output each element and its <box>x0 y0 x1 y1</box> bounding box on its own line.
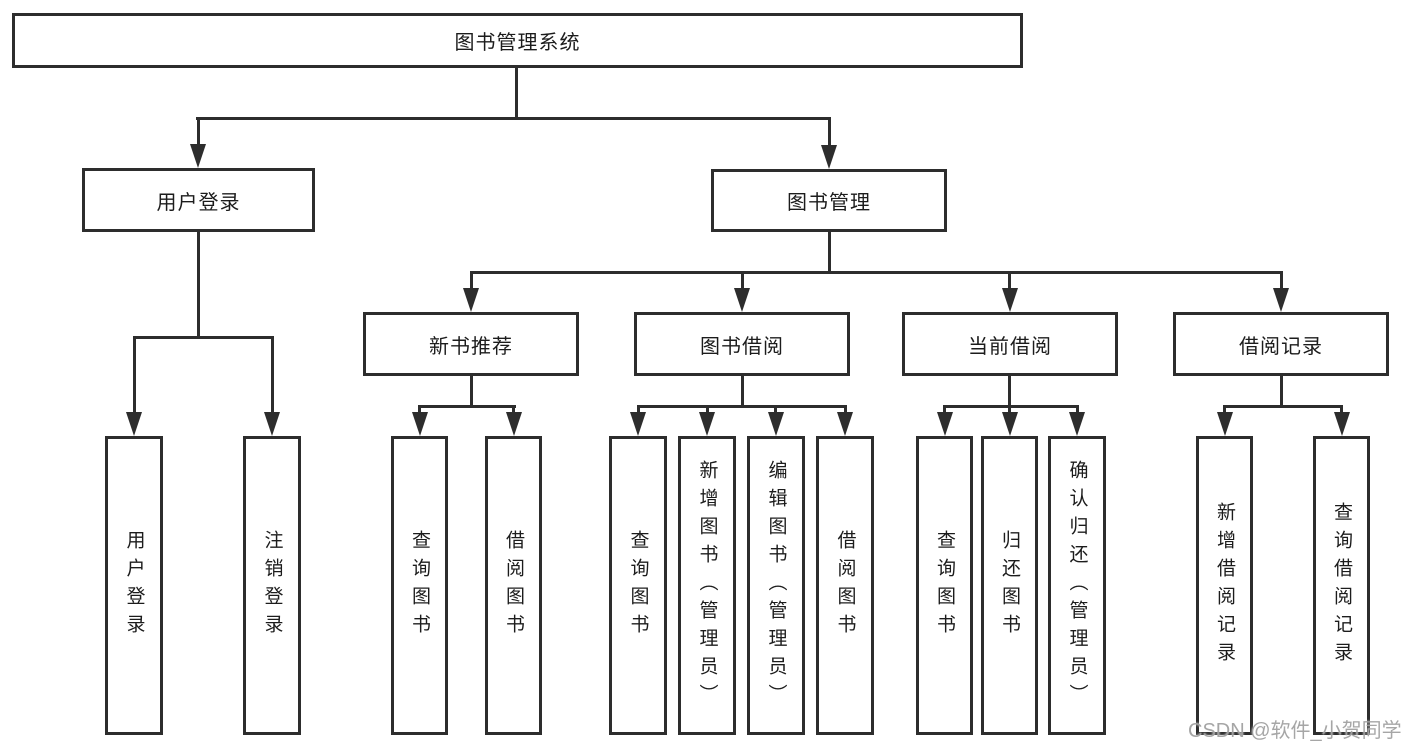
arrowhead-down-icon <box>630 412 646 436</box>
connector-line <box>943 405 1079 408</box>
watermark: CSDN @软件_小贺同学 <box>1188 720 1402 742</box>
arrowhead-down-icon <box>126 412 142 436</box>
connector-line <box>1280 375 1283 408</box>
connector-line <box>637 405 847 408</box>
leaf-edit-books-admin: 编辑图书（管理员） <box>747 436 805 735</box>
connector-line <box>637 405 640 415</box>
node-library-system: 图书管理系统 <box>12 13 1023 68</box>
leaf-logout: 注销登录 <box>243 436 301 735</box>
arrowhead-down-icon <box>412 412 428 436</box>
leaf-add-borrow-record-label: 新增借阅记录 <box>1214 501 1235 670</box>
arrowhead-down-icon <box>734 288 750 312</box>
leaf-borrowing-query-books-label: 查询图书 <box>627 529 649 642</box>
node-book-management-label: 图书管理 <box>787 192 871 214</box>
arrowhead-down-icon <box>1069 412 1085 436</box>
connector-line <box>1223 405 1343 408</box>
arrowhead-down-icon <box>937 412 953 436</box>
node-new-book-recommend-label: 新书推荐 <box>429 335 513 358</box>
connector-line <box>741 375 744 408</box>
leaf-edit-books-admin-label: 编辑图书（管理员） <box>765 459 787 712</box>
connector-line <box>418 405 516 408</box>
leaf-recommend-query-books-label: 查询图书 <box>409 529 430 642</box>
arrowhead-down-icon <box>768 412 784 436</box>
connector-line <box>844 405 847 415</box>
connector-line <box>470 375 473 408</box>
leaf-confirm-return-admin-label: 确认归还（管理员） <box>1066 459 1088 712</box>
arrowhead-down-icon <box>1002 288 1018 312</box>
leaf-current-query-books-label: 查询图书 <box>934 529 955 642</box>
leaf-return-books-label: 归还图书 <box>999 529 1020 642</box>
connector-line <box>1008 405 1011 415</box>
connector-line <box>1076 405 1079 415</box>
connector-line <box>706 405 709 415</box>
node-book-management: 图书管理 <box>711 169 947 232</box>
leaf-query-borrow-record-label: 查询借阅记录 <box>1331 501 1352 670</box>
connector-line <box>197 117 200 147</box>
node-borrowing-records: 借阅记录 <box>1173 312 1389 376</box>
leaf-recommend-borrow-books: 借阅图书 <box>485 436 542 735</box>
arrowhead-down-icon <box>463 288 479 312</box>
leaf-add-books-admin: 新增图书（管理员） <box>678 436 736 735</box>
arrowhead-down-icon <box>821 145 837 169</box>
node-new-book-recommend: 新书推荐 <box>363 312 579 376</box>
connector-line <box>828 231 831 274</box>
connector-line <box>470 271 1283 274</box>
arrowhead-down-icon <box>1334 412 1350 436</box>
leaf-return-books: 归还图书 <box>981 436 1038 735</box>
connector-line <box>1008 271 1011 292</box>
node-borrowing-records-label: 借阅记录 <box>1239 335 1323 358</box>
leaf-recommend-borrow-books-label: 借阅图书 <box>503 529 524 642</box>
leaf-borrow-books: 借阅图书 <box>816 436 874 735</box>
node-current-borrowing: 当前借阅 <box>902 312 1118 376</box>
arrowhead-down-icon <box>1273 288 1289 312</box>
node-user-login-label: 用户登录 <box>156 191 241 214</box>
connector-line <box>196 117 831 120</box>
leaf-borrowing-query-books: 查询图书 <box>609 436 667 735</box>
leaf-logout-label: 注销登录 <box>261 529 283 642</box>
leaf-add-borrow-record: 新增借阅记录 <box>1196 436 1253 735</box>
connector-line <box>197 231 200 339</box>
arrowhead-down-icon <box>264 412 280 436</box>
arrowhead-down-icon <box>1217 412 1233 436</box>
leaf-user-login: 用户登录 <box>105 436 163 735</box>
connector-line <box>1340 405 1343 415</box>
connector-line <box>774 405 777 415</box>
connector-line <box>943 405 946 415</box>
leaf-query-borrow-record: 查询借阅记录 <box>1313 436 1370 735</box>
node-book-borrowing-label: 图书借阅 <box>700 335 784 358</box>
connector-line <box>470 271 473 292</box>
connector-line <box>828 117 831 147</box>
node-current-borrowing-label: 当前借阅 <box>968 335 1052 358</box>
connector-line <box>512 405 515 415</box>
connector-line <box>418 405 421 415</box>
connector-line <box>1008 375 1011 408</box>
arrowhead-down-icon <box>190 144 206 168</box>
leaf-borrow-books-label: 借阅图书 <box>834 529 856 642</box>
arrowhead-down-icon <box>506 412 522 436</box>
node-book-borrowing: 图书借阅 <box>634 312 850 376</box>
leaf-current-query-books: 查询图书 <box>916 436 973 735</box>
node-library-system-label: 图书管理系统 <box>454 32 581 54</box>
connector-line <box>741 271 744 292</box>
connector-line <box>133 336 136 416</box>
connector-line <box>515 66 518 120</box>
connector-line <box>1280 271 1283 292</box>
node-user-login: 用户登录 <box>82 168 315 232</box>
connector-line <box>133 336 274 339</box>
leaf-add-books-admin-label: 新增图书（管理员） <box>696 459 718 712</box>
connector-line <box>271 336 274 416</box>
arrowhead-down-icon <box>1002 412 1018 436</box>
connector-line <box>1223 405 1226 415</box>
leaf-user-login-label: 用户登录 <box>123 529 145 642</box>
leaf-recommend-query-books: 查询图书 <box>391 436 448 735</box>
leaf-confirm-return-admin: 确认归还（管理员） <box>1048 436 1106 735</box>
arrowhead-down-icon <box>837 412 853 436</box>
arrowhead-down-icon <box>699 412 715 436</box>
